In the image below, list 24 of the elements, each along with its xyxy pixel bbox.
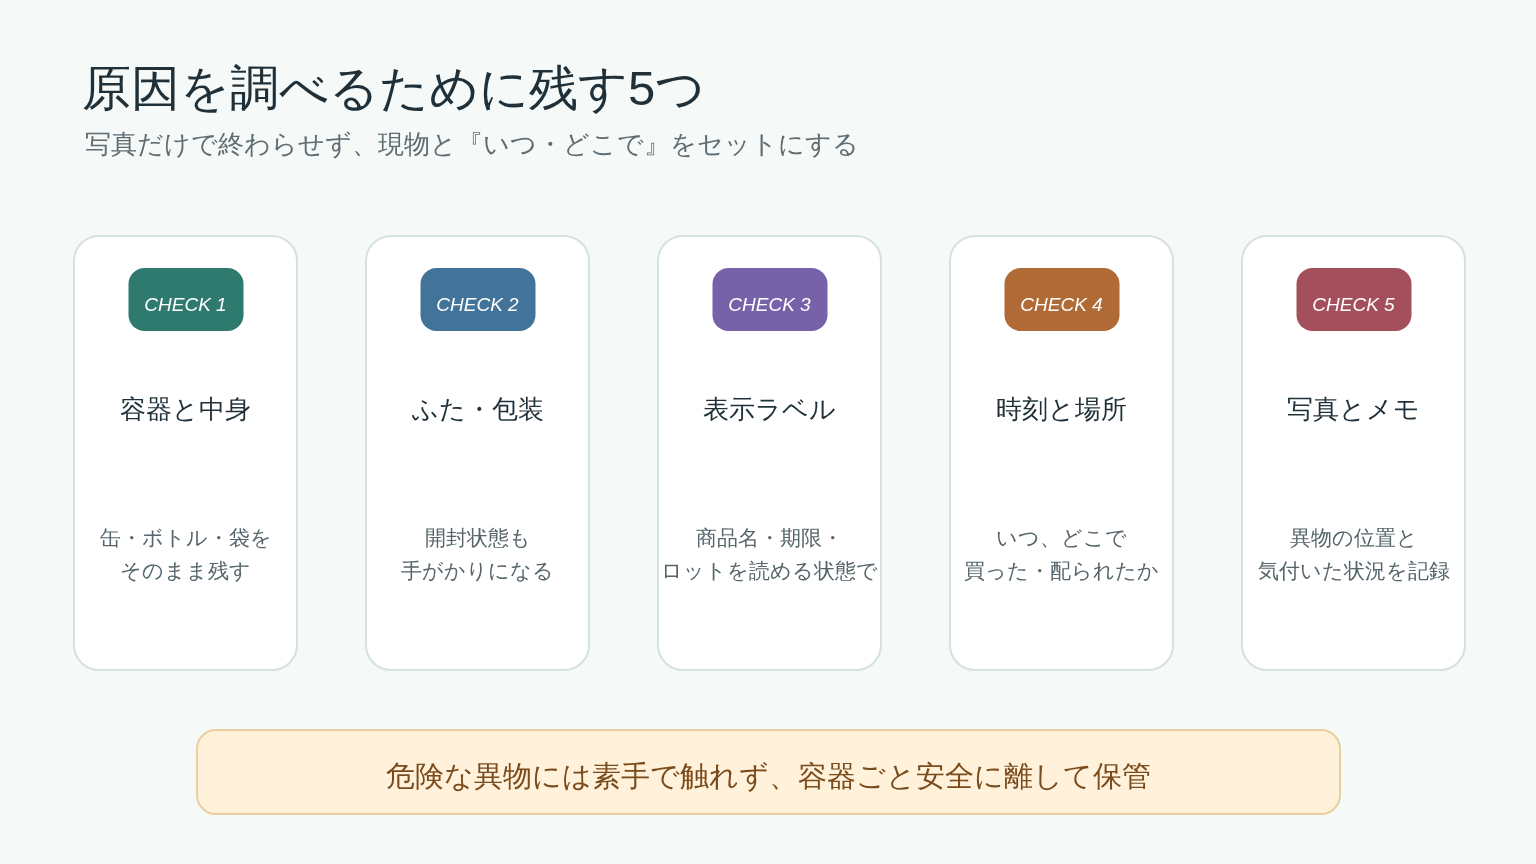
card-heading: 容器と中身 — [119, 393, 252, 426]
card-description: 異物の位置と気付いた状況を記録 — [1256, 525, 1451, 584]
card-description: 缶・ボトル・袋をそのまま残す — [98, 525, 273, 584]
check-card — [657, 235, 882, 671]
check-card — [365, 235, 590, 671]
check-card — [73, 235, 298, 671]
check-card — [1241, 235, 1466, 671]
step-badge: CHECK 1 — [128, 268, 243, 331]
step-badge: CHECK 2 — [420, 268, 535, 331]
subtitle: 写真だけで終わらせず、現物と『いつ・どこで』をセットにする — [85, 128, 859, 161]
warning-text: 危険な異物には素手で触れず、容器ごと安全に離して保管 — [386, 759, 1151, 794]
step-badge: CHECK 4 — [1004, 268, 1119, 331]
check-card — [949, 235, 1174, 671]
card-heading: 時刻と場所 — [995, 393, 1128, 426]
card-heading: 写真とメモ — [1286, 393, 1421, 426]
step-badge: CHECK 5 — [1296, 268, 1411, 331]
card-heading: ふた・包装 — [410, 393, 545, 426]
card-description: いつ、どこで買った・配られたか — [963, 525, 1160, 584]
card-description: 開封状態も手がかりになる — [400, 525, 555, 584]
step-badge: CHECK 3 — [712, 268, 827, 331]
card-heading: 表示ラベル — [702, 393, 837, 426]
warning-banner — [196, 729, 1341, 815]
card-description: 商品名・期限・ロットを読める状態で — [660, 525, 879, 584]
title: 原因を調べるために残す5つ — [82, 60, 706, 117]
